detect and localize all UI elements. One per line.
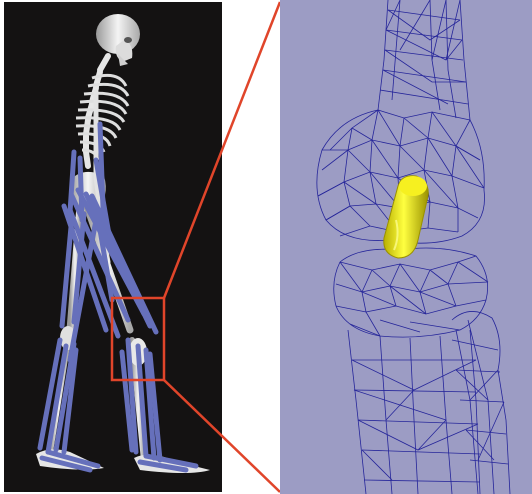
figure-canvas: [0, 0, 532, 494]
